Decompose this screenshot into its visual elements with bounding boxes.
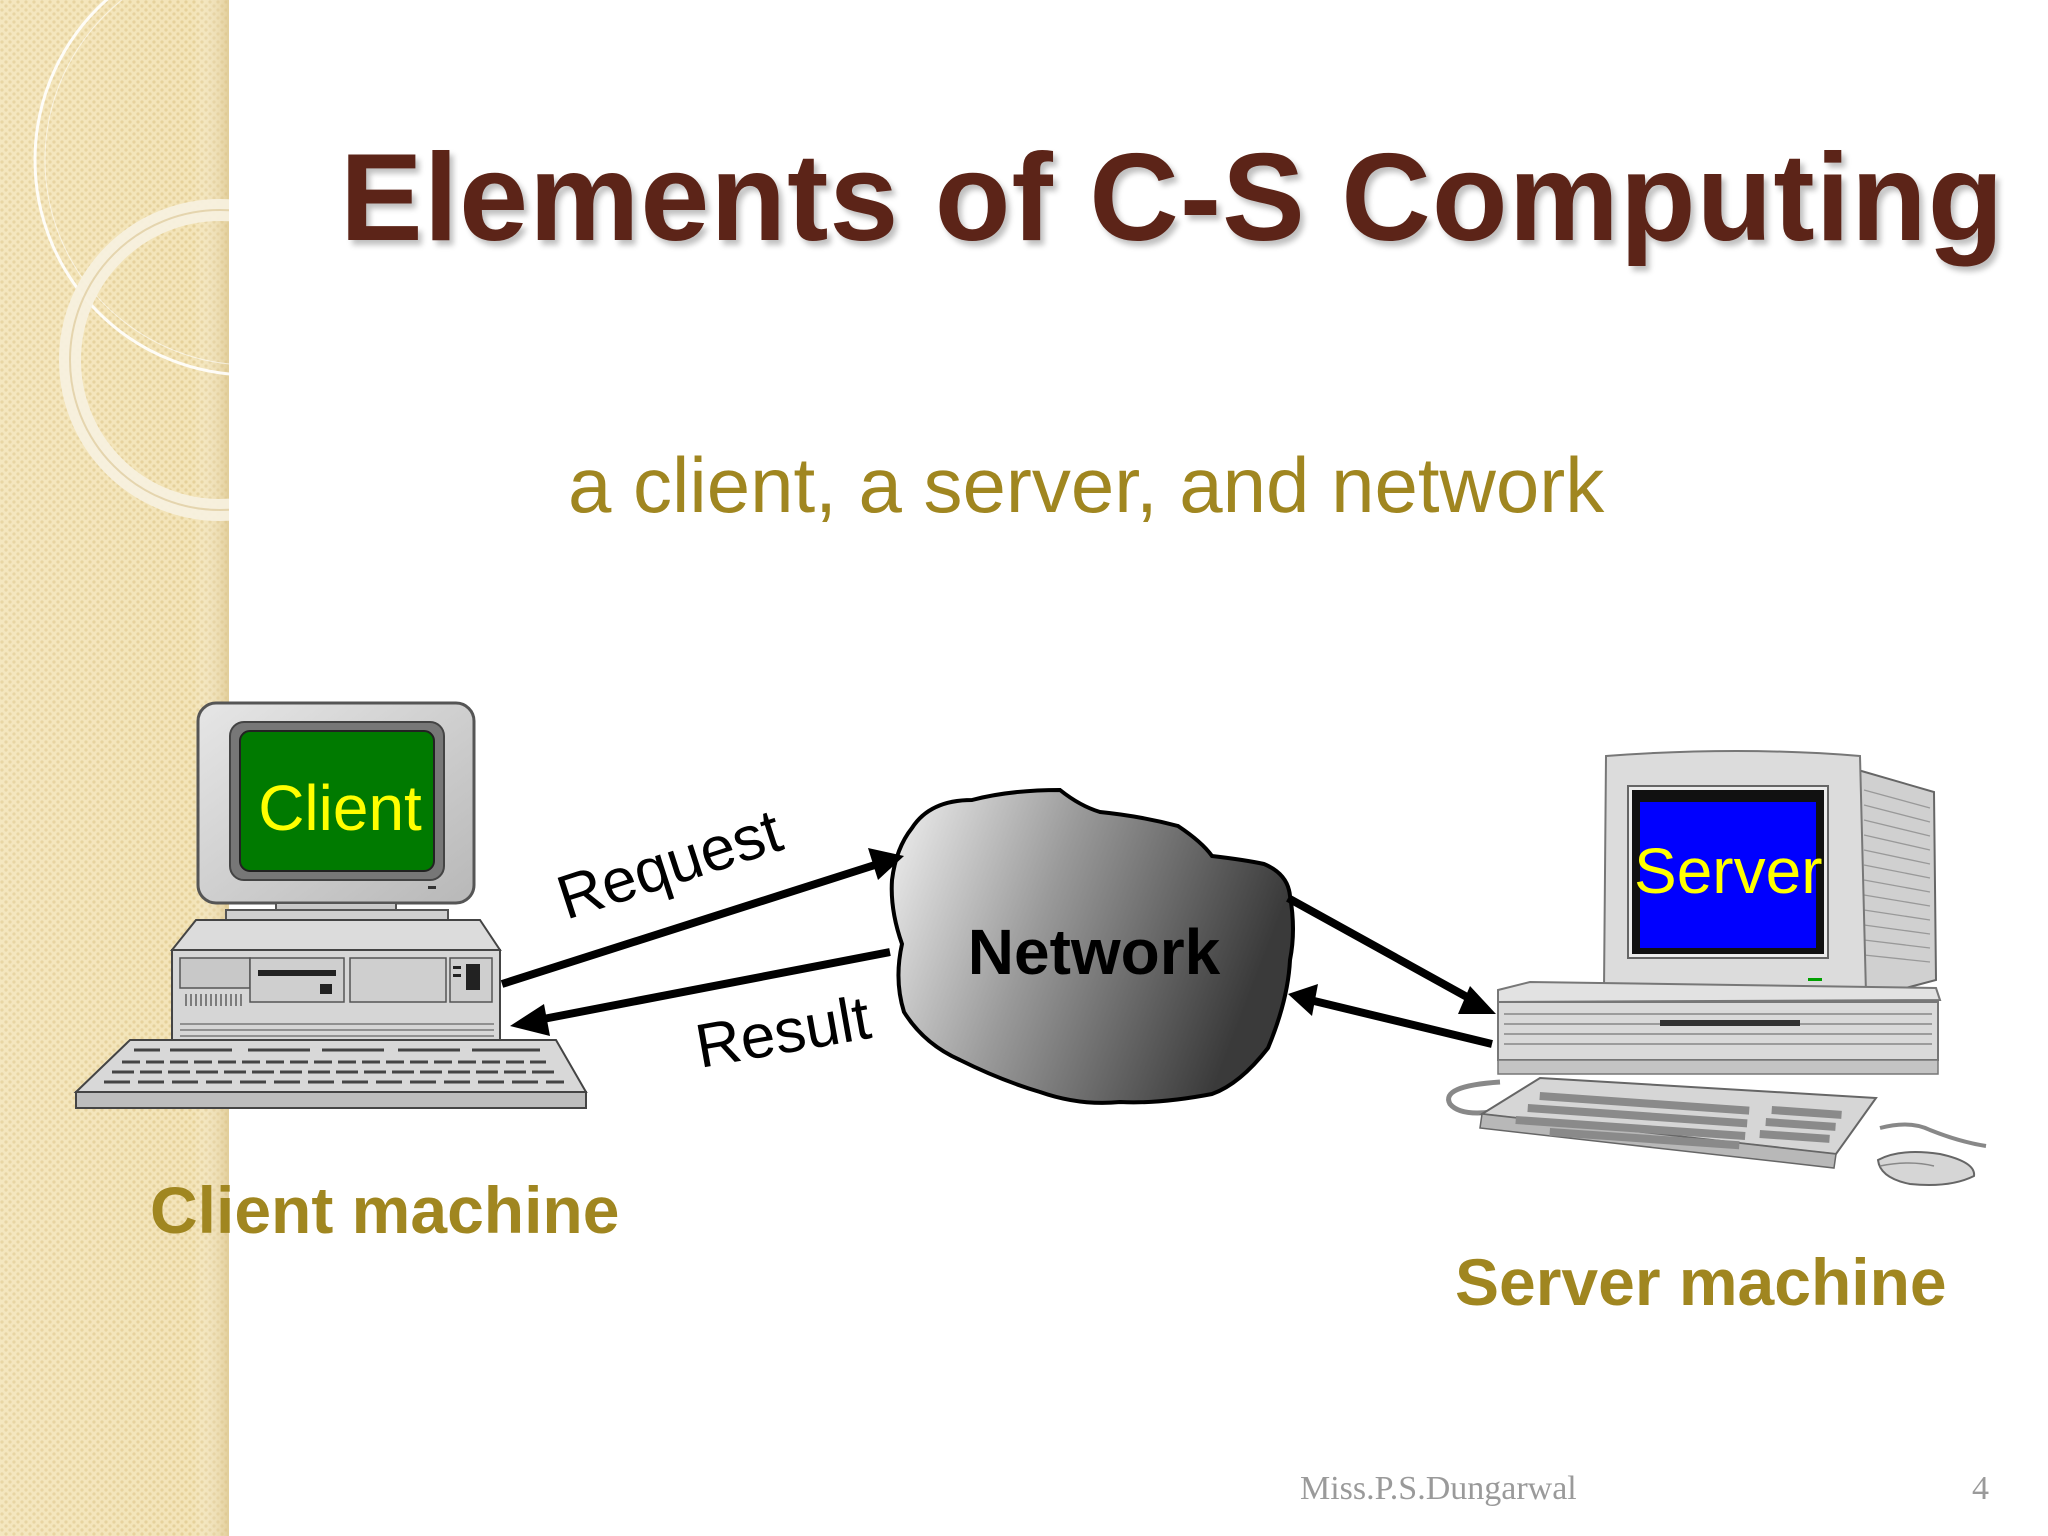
network-cloud: Network — [889, 787, 1295, 1105]
network-label: Network — [968, 916, 1221, 988]
slide-subtitle: a client, a server, and network — [568, 441, 1605, 529]
result-label: Result — [690, 983, 875, 1081]
slide-title: Elements of C-S Computing — [340, 129, 2005, 267]
client-computer-icon: Client — [73, 701, 588, 1109]
server-screen-label: Server — [1634, 835, 1823, 907]
request-label: Request — [549, 796, 790, 933]
server-to-network-arrow — [1288, 984, 1493, 1048]
server-computer-icon: Server — [1446, 750, 1987, 1186]
client-screen-label: Client — [258, 772, 422, 844]
server-machine-label: Server machine — [1455, 1245, 1947, 1319]
network-to-server-arrow — [1286, 894, 1496, 1014]
request-arrow — [500, 848, 904, 988]
page-number: 4 — [1972, 1470, 1989, 1507]
server-screen — [1640, 802, 1816, 948]
result-arrow — [510, 948, 891, 1036]
footer-author: Miss.P.S.Dungarwal — [1300, 1470, 1577, 1507]
client-machine-label: Client machine — [150, 1173, 620, 1247]
client-screen — [239, 730, 435, 872]
